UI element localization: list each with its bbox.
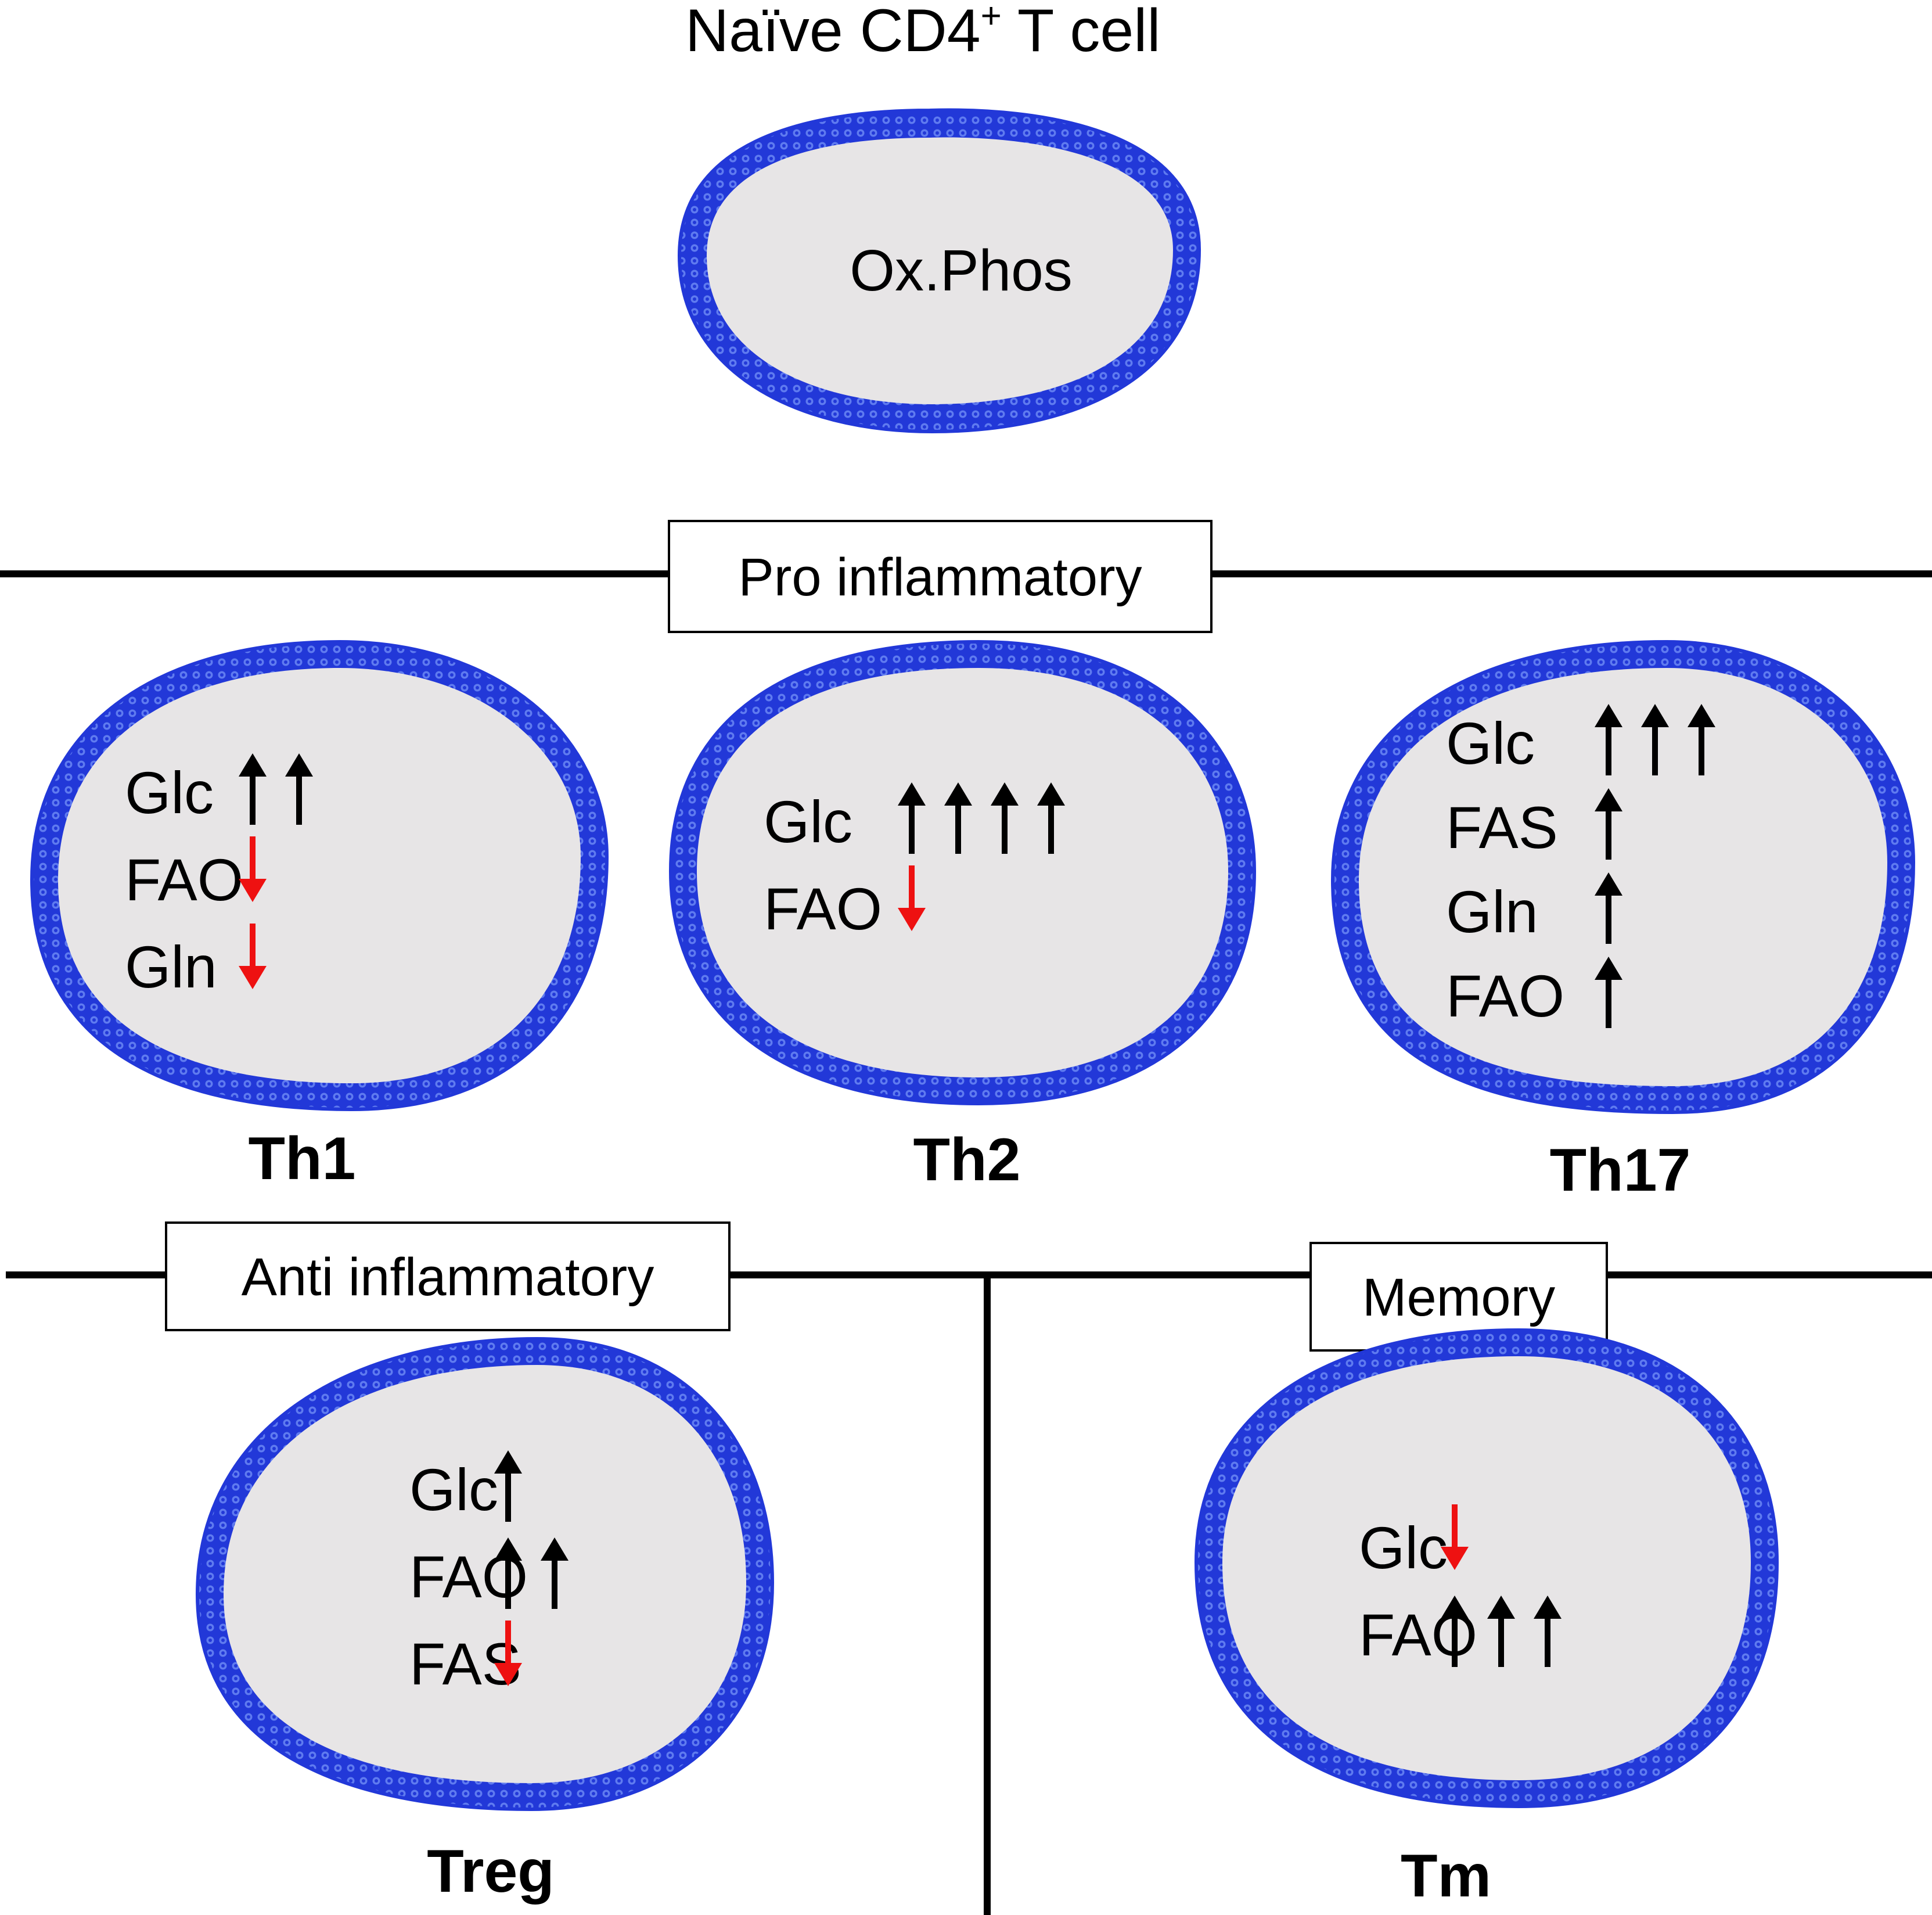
th17-row-gln-up-arrow-icon [1595, 872, 1622, 944]
th17-row-fas-up-arrow-icon [1595, 788, 1622, 860]
th1-row-gln-down-arrow-icon [239, 924, 267, 989]
pro-inflammatory-label: Pro inflammatory [738, 548, 1142, 607]
th2-row-glc-up-arrow-icon [898, 782, 926, 854]
naive-cell: Ox.Phos [677, 108, 1201, 434]
treg-row-fao-up-arrow-icon [494, 1537, 522, 1609]
th2-title: Th2 [913, 1126, 1021, 1194]
th2-row-glc-up-arrow-icon [944, 782, 972, 854]
th2-row-fao-label: FAO [764, 876, 882, 942]
tm-row-glc-label: Glc [1359, 1515, 1448, 1581]
th17-row-glc-up-arrow-icon [1641, 704, 1669, 775]
treg-row-glc-label: Glc [409, 1457, 498, 1523]
th1-row-gln-label: Gln [125, 934, 217, 1000]
th2-row-glc-label: Glc [764, 789, 852, 855]
top-title: Naïve CD4+ T cell [685, 0, 1160, 64]
th17-row-fao-label: FAO [1446, 963, 1564, 1029]
th1-title: Th1 [249, 1125, 356, 1192]
th17-row-fas-label: FAS [1446, 795, 1558, 861]
treg-row-fas-down-arrow-icon [494, 1621, 522, 1686]
treg-row-fao-up-arrow-icon [541, 1537, 569, 1609]
th17-row-gln-label: Gln [1446, 879, 1538, 945]
anti-inflammatory-box: Anti inflammatory [165, 1221, 731, 1331]
th1-row-glc-up-arrow-icon [285, 753, 313, 825]
th2-row-fao-down-arrow-icon [898, 865, 926, 931]
th2-row-glc-up-arrow-icon [991, 782, 1019, 854]
anti-inflammatory-label: Anti inflammatory [242, 1248, 654, 1307]
tm-row-glc-down-arrow-icon [1441, 1504, 1469, 1570]
pro-inflammatory-box: Pro inflammatory [668, 520, 1213, 633]
th17-row-glc-label: Glc [1446, 710, 1535, 777]
th17-row-fao-up-arrow-icon [1595, 957, 1622, 1028]
th1-row-fao-down-arrow-icon [239, 836, 267, 902]
tm-title: Tm [1401, 1842, 1491, 1910]
naive-cell-cytoplasm [707, 137, 1173, 405]
th17-row-glc-up-arrow-icon [1595, 704, 1622, 775]
tm-row-fao-up-arrow-icon [1487, 1596, 1515, 1667]
th1-row-glc-label: Glc [125, 760, 214, 826]
naive-cell-label: Ox.Phos [850, 238, 1073, 303]
th17-row-glc-up-arrow-icon [1688, 704, 1715, 775]
memory-label: Memory [1362, 1268, 1555, 1327]
tm-row-fao-up-arrow-icon [1534, 1596, 1562, 1667]
treg-title: Treg [427, 1838, 555, 1905]
th17-title: Th17 [1550, 1137, 1691, 1204]
th2-row-glc-up-arrow-icon [1037, 782, 1065, 854]
tm-row-fao-up-arrow-icon [1441, 1596, 1469, 1667]
th1-row-glc-up-arrow-icon [239, 753, 267, 825]
treg-row-glc-up-arrow-icon [494, 1450, 522, 1522]
th1-row-fao-label: FAO [125, 847, 243, 913]
